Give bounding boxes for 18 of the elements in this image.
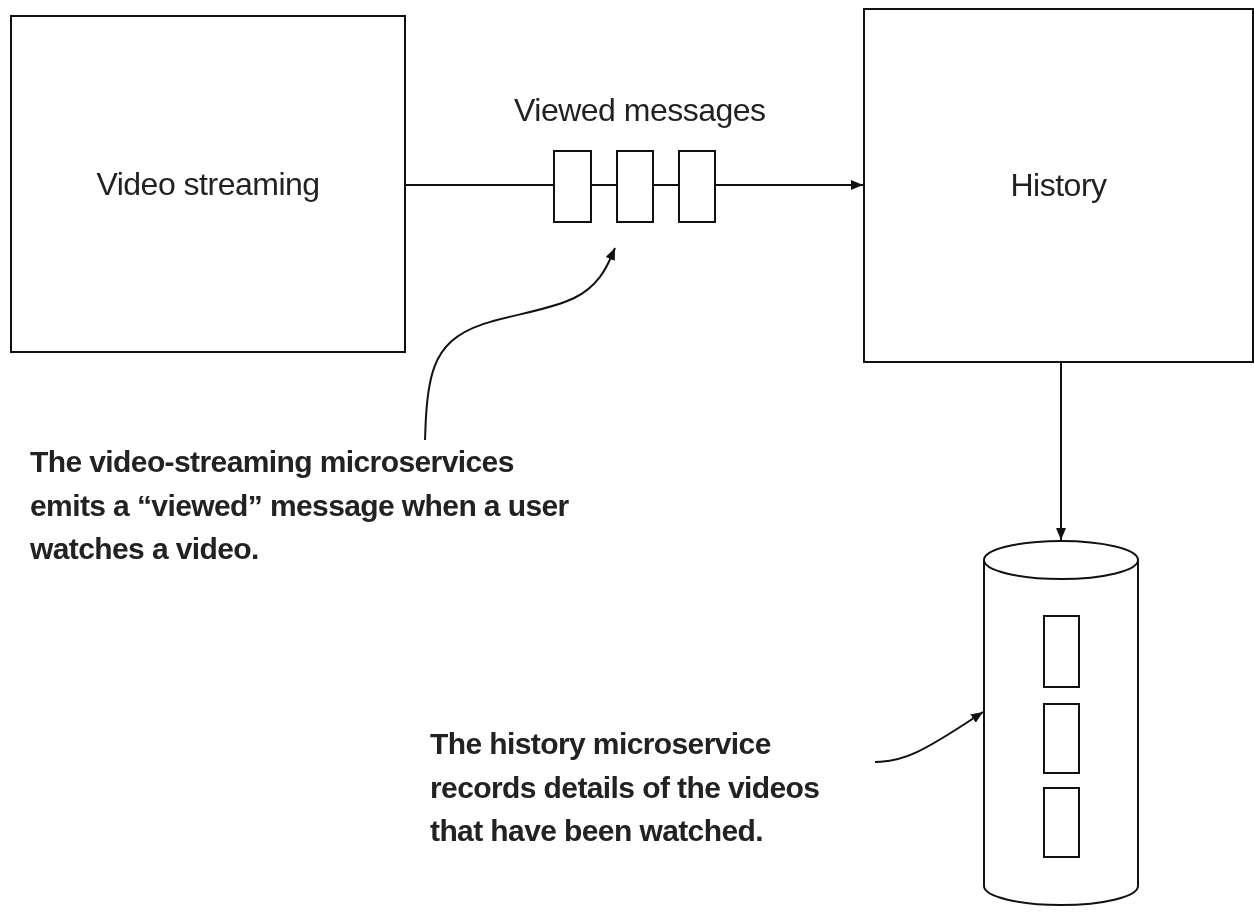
annotation-text: The history microservice records details of the videos that have been watched. bbox=[430, 726, 821, 849]
box-label: History bbox=[1010, 167, 1107, 204]
arrow bbox=[1056, 362, 1066, 541]
process-box bbox=[10, 15, 406, 353]
message-box bbox=[678, 150, 716, 223]
message-box bbox=[616, 150, 654, 223]
record-box bbox=[1043, 787, 1080, 858]
record-box bbox=[1043, 703, 1080, 774]
leader-line bbox=[424, 247, 616, 441]
queue-label: Viewed messages bbox=[514, 92, 766, 129]
arrow bbox=[715, 180, 864, 190]
box-label: Video streaming bbox=[96, 165, 320, 203]
leader-line bbox=[874, 711, 984, 763]
annotation-text: The video-streaming microservices emits a “viewed” message when a user watches a video. bbox=[30, 444, 570, 567]
record-box bbox=[1043, 615, 1080, 688]
message-box bbox=[553, 150, 592, 223]
database-cylinder bbox=[983, 540, 1139, 906]
process-box bbox=[863, 8, 1254, 363]
